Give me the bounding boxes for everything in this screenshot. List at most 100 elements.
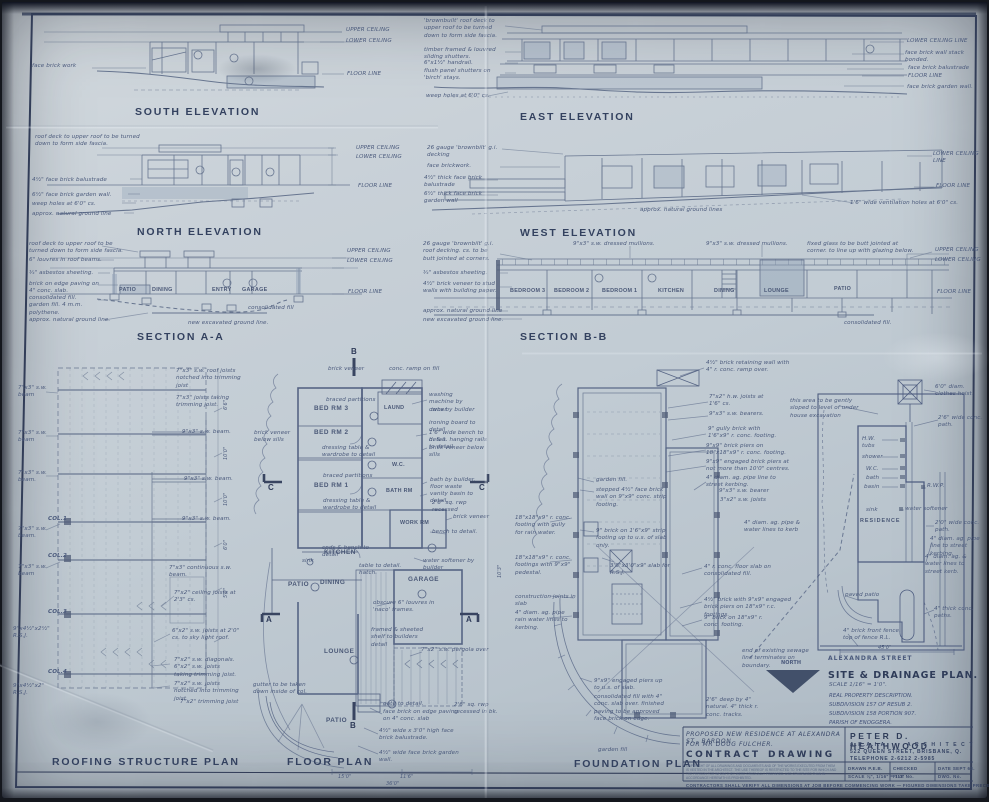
note: 9" gully brick with 1'6"x9" r. conc. foo… bbox=[708, 426, 777, 440]
note: 9"x9" engaged brick piers at not more th… bbox=[706, 459, 790, 473]
room-label: BATH RM bbox=[386, 488, 413, 494]
col-label: COL.4 bbox=[48, 669, 67, 675]
note: bath bbox=[866, 475, 880, 481]
beam-label: 7"x3" s.w. beam. bbox=[18, 526, 48, 540]
note: bench to detail. bbox=[432, 529, 478, 535]
note: stepped 4½" face brick wall on 9"x9" con… bbox=[596, 487, 667, 508]
note: brick veneer bbox=[328, 366, 365, 372]
note: 3'0"x3'0"x9" slab for R.S.J. bbox=[610, 563, 671, 577]
note: 4½" thick face brick balustrade bbox=[424, 175, 483, 189]
floor-plan-sketch bbox=[253, 358, 490, 775]
checked-field: CHECKED bbox=[893, 766, 918, 771]
note: sink bbox=[302, 558, 314, 564]
col-label: COL.1 bbox=[48, 516, 67, 522]
note: brick veneer below sills bbox=[429, 445, 485, 459]
note: 4" brick front fence. top of fence R.L. bbox=[843, 628, 901, 642]
room-label: DINING bbox=[714, 288, 735, 294]
note: sink bbox=[866, 507, 878, 513]
note: 7"x2" s.w. pergola over bbox=[421, 647, 489, 653]
site-plan-scale: SCALE 1/16" = 1'0". bbox=[829, 682, 887, 688]
north-elevation-sketch bbox=[47, 144, 350, 215]
architect-assoc: A.R.A.I.A. bbox=[850, 742, 889, 748]
ceiling-label: LOWER CEILING bbox=[347, 258, 393, 264]
roofing-plan-title: ROOFING STRUCTURE PLAN bbox=[52, 756, 240, 768]
photo-edge bbox=[977, 2, 987, 798]
note: gate to detail. bbox=[383, 701, 424, 707]
beam-label: 7"x3" s.w. beam bbox=[18, 430, 48, 444]
note: conc. ramp on fill bbox=[389, 366, 440, 372]
ceiling-label: UPPER CEILING bbox=[347, 248, 391, 254]
copyright-note: COPYRIGHT OF ALL DRAWINGS AND DOCUMENTS … bbox=[686, 764, 837, 780]
contractors-note: CONTRACTORS SHALL VERIFY ALL DIMENSIONS … bbox=[686, 783, 989, 788]
room-label: BED RM 2 bbox=[314, 429, 349, 436]
note: garden fill. bbox=[596, 477, 628, 483]
note: gutter to be taken down inside of col. bbox=[253, 682, 308, 696]
note: 9"x3" s.w. beam. bbox=[184, 476, 234, 482]
note: tubs by builder bbox=[431, 407, 475, 413]
drawing-label: DRAWING bbox=[768, 750, 835, 760]
note: 6"x2" s.w. joists at 2'0" cs. to sky lig… bbox=[172, 628, 240, 642]
room-label: LAUND bbox=[384, 405, 405, 411]
note: cpds & bench to detail bbox=[322, 545, 370, 559]
note: face brick balustrade bbox=[908, 65, 970, 71]
note: water softener bbox=[905, 506, 948, 512]
note: 4½" wide x 3'0" high face brick balustra… bbox=[379, 728, 454, 742]
photo-edge bbox=[2, 788, 987, 798]
dim-label: 5'0" bbox=[223, 587, 229, 598]
room-label: ENTRY bbox=[212, 287, 232, 293]
ceiling-label: UPPER CEILING bbox=[356, 145, 400, 151]
architect-name: PETER D. HEATHWOOD bbox=[850, 731, 930, 751]
floor-label: FLOOR LINE bbox=[347, 71, 382, 77]
note: 2'6" deep by 4" natural. 4" thick r. con… bbox=[706, 697, 759, 718]
dim-label: 10'0" bbox=[223, 492, 229, 506]
note: braced partitions bbox=[323, 473, 373, 479]
floor-label: FLOOR LINE bbox=[936, 183, 971, 189]
note: brick on edge paving on 4" conc. slab. bbox=[29, 281, 99, 295]
section-marker-b: B bbox=[351, 347, 357, 356]
note: timber framed & louvred sliding shutters… bbox=[424, 47, 496, 61]
dim-label: 10'3" bbox=[497, 564, 503, 578]
note: vanity basin to detail. bbox=[430, 491, 474, 505]
note: 3"x2" s.w. joists bbox=[720, 497, 767, 503]
note: roof deck to upper roof to be turned dow… bbox=[29, 241, 124, 255]
note: floor waste bbox=[430, 484, 463, 490]
note: 7"x2" s.w. joists notched into trimming … bbox=[174, 681, 239, 702]
note: 7"x2" ceiling joists at 2'3" cs. bbox=[174, 590, 236, 604]
note: water softener by builder bbox=[423, 558, 475, 572]
note: approx. natural ground line. bbox=[29, 317, 111, 323]
note: 18"x18"x9" r. conc. footing with gully f… bbox=[515, 515, 572, 536]
property-line: SUBDIVISION 158 PORTION 907. bbox=[829, 711, 917, 717]
section-bb-title: SECTION B-B bbox=[520, 331, 609, 343]
note: paved patio bbox=[845, 592, 880, 598]
note: dressing table & wardrobe to detail bbox=[323, 498, 377, 512]
north-label: NORTH bbox=[781, 660, 802, 666]
room-label: PATIO bbox=[834, 286, 852, 292]
photo-edge bbox=[2, 2, 14, 798]
note: shower bbox=[862, 454, 883, 460]
note: construction joints in slab bbox=[515, 594, 576, 608]
note: 4" diam. ag. & water lines to street ker… bbox=[925, 554, 967, 575]
note: weep holes at 6'0" cs. bbox=[426, 93, 490, 99]
note: 6" louvres in roof beams. bbox=[29, 257, 103, 263]
note: ¾" asbestos sheeting. bbox=[423, 270, 488, 276]
note: 18"x18"x9" r. conc. footings with 9"x9" … bbox=[515, 555, 572, 576]
section-marker-c: C bbox=[479, 483, 485, 492]
scale-field: SCALE ⅛", 1/16" = 1'0" bbox=[848, 774, 905, 779]
room-label: GARAGE bbox=[242, 287, 268, 293]
west-elevation-title: WEST ELEVATION bbox=[520, 227, 637, 239]
note: obscure 6" louvres in 'naco' frames. bbox=[373, 600, 435, 614]
floor-label: FLOOR LINE bbox=[348, 289, 383, 295]
note: 4½" brick retaining wall with 4" r. conc… bbox=[706, 360, 790, 374]
room-label: DINING bbox=[152, 287, 173, 293]
room-label: LOUNGE bbox=[764, 288, 789, 294]
beam-label: 7"x3" s.w. beam bbox=[18, 564, 48, 578]
note: fixed glass to be butt jointed at corner… bbox=[807, 241, 914, 255]
note: 4½" face brick balustrade bbox=[32, 177, 107, 183]
note: face brickwork. bbox=[427, 163, 472, 169]
note: 2'0" wide conc. path. bbox=[935, 520, 980, 534]
note: 4½" brick with 9"x9" engaged brick piers… bbox=[704, 597, 792, 618]
architect-phone: TELEPHONE 2-6212 2-5985 bbox=[850, 756, 936, 762]
note: R.W.P. bbox=[927, 483, 945, 489]
note: 9"x3" s.w. beam. bbox=[182, 429, 232, 435]
